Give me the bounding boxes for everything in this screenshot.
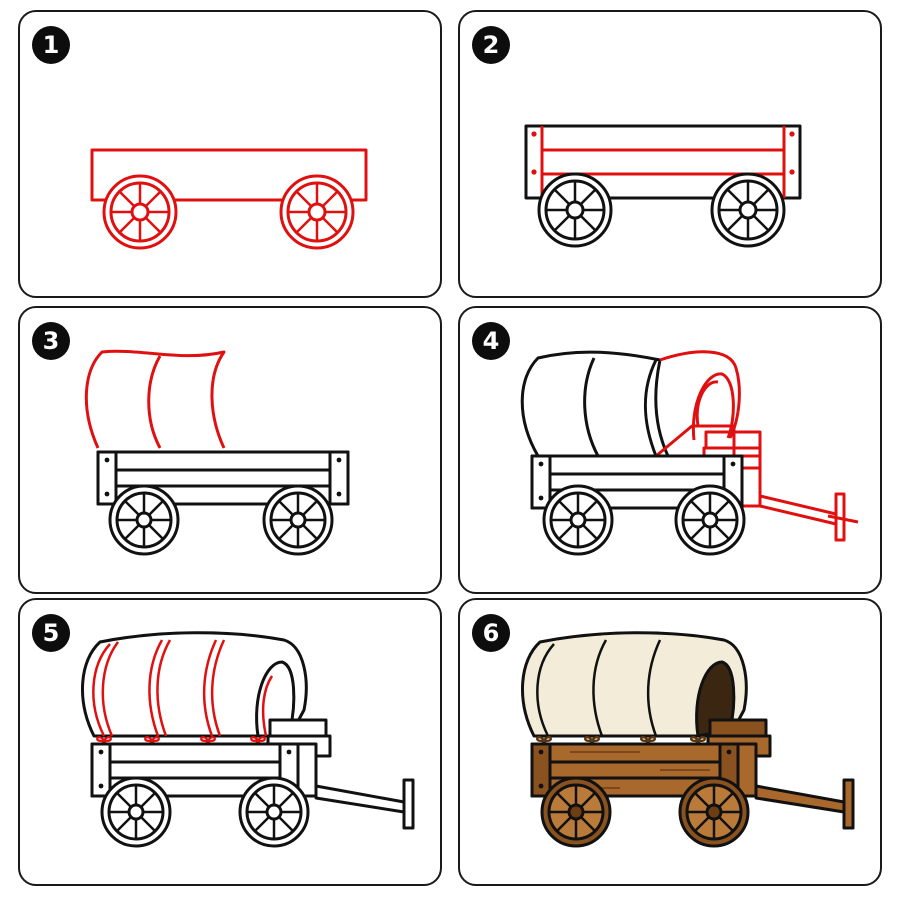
- step-4-drawing: [520, 350, 859, 556]
- wheel-icon: [540, 776, 612, 848]
- wheel-icon: [542, 484, 614, 556]
- step-5-drawing: [81, 631, 415, 848]
- step-2-drawing: [524, 124, 802, 248]
- step-number-badge: 2: [472, 26, 510, 64]
- wheel-icon: [108, 484, 180, 556]
- step-panel-2: 2: [458, 10, 882, 298]
- step-panel-6: 6: [458, 598, 882, 886]
- step-panel-1: 1: [18, 10, 442, 298]
- wheel-icon: [262, 484, 334, 556]
- wheel-icon: [102, 174, 178, 250]
- wheel-icon: [674, 484, 746, 556]
- wheel-icon: [710, 172, 786, 248]
- step-3-drawing: [84, 349, 350, 556]
- step-panel-5: 5: [18, 598, 442, 886]
- step-panel-3: 3: [18, 306, 442, 594]
- step-number-badge: 1: [32, 26, 70, 64]
- wheel-icon: [238, 776, 310, 848]
- step-number-badge: 4: [472, 322, 510, 360]
- step-number-badge: 6: [472, 614, 510, 652]
- wheel-icon: [678, 776, 750, 848]
- step-panel-4: 4: [458, 306, 882, 594]
- step-number-badge: 3: [32, 322, 70, 360]
- step-1-drawing: [90, 148, 368, 250]
- step-number-badge: 5: [32, 614, 70, 652]
- step-6-drawing: [521, 631, 855, 848]
- wheel-icon: [279, 174, 355, 250]
- wheel-icon: [100, 776, 172, 848]
- wheel-icon: [537, 172, 613, 248]
